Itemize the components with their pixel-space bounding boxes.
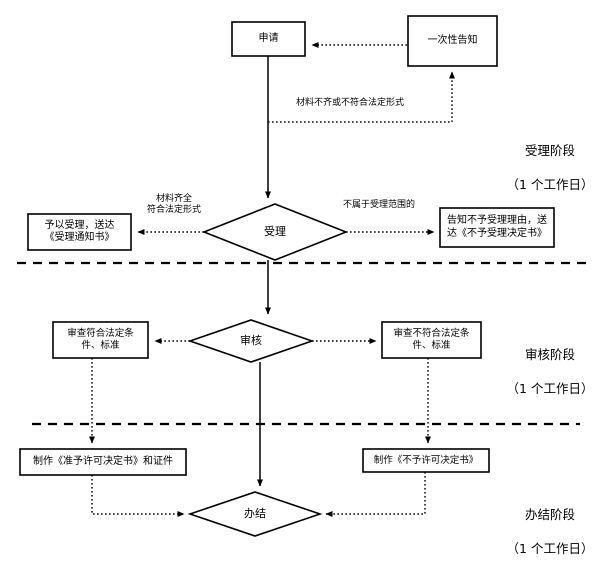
node-review-fail-shape <box>381 321 482 359</box>
node-permit-grant-shape <box>19 448 187 476</box>
stage-label-accept: 受理阶段 （1 个工作日） <box>500 126 600 210</box>
node-accept-yes-shape <box>27 213 132 251</box>
stage-label-review: 审核阶段 （1 个工作日） <box>500 330 600 414</box>
node-finish-shape <box>187 491 323 537</box>
edge-accept-to-notice <box>268 71 455 123</box>
node-one-time-notice-shape <box>407 15 498 67</box>
stage-finish-name: 办结阶段 <box>524 506 575 522</box>
edge-label-out-of-scope: 不属于受理范围的 <box>342 200 415 210</box>
edge-label-complete-materials: 材料齐全 符合法定形式 <box>146 194 201 216</box>
node-accept-shape <box>201 203 349 261</box>
node-review-shape <box>187 319 315 363</box>
node-accept-no-shape <box>439 207 555 248</box>
stage-label-finish: 办结阶段 （1 个工作日） <box>500 490 600 564</box>
node-permit-deny-shape <box>362 448 490 473</box>
edge-permit-deny-to-finish <box>325 472 426 517</box>
stage-accept-duration: （1 个工作日） <box>506 176 594 192</box>
stage-review-name: 审核阶段 <box>524 346 575 362</box>
node-review-pass-shape <box>52 321 149 359</box>
stage-review-duration: （1 个工作日） <box>506 380 594 396</box>
edge-label-incomplete-materials: 材料不齐或不符合法定形式 <box>295 98 404 108</box>
stage-finish-duration: （1 个工作日） <box>506 540 594 556</box>
node-apply-shape <box>231 21 306 57</box>
stage-accept-name: 受理阶段 <box>524 142 575 158</box>
edge-permit-grant-to-finish <box>91 475 185 517</box>
